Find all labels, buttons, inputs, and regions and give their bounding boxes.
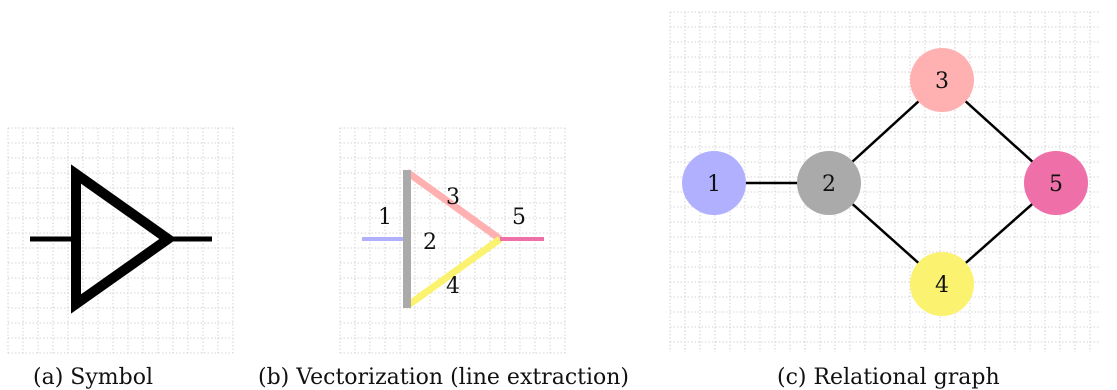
- node-label-3: 3: [935, 69, 949, 94]
- vectorization-caption: (b) Vectorization (line extraction): [258, 365, 629, 390]
- panel-vectorization: 1 2 3 4 5 (b) Vectorization (line extrac…: [258, 127, 629, 390]
- symbol-triangle: [71, 164, 177, 314]
- segment-4: [404, 236, 503, 309]
- panel-symbol: (a) Symbol: [7, 127, 234, 390]
- extracted-lines: [362, 169, 544, 309]
- node-4: 4: [910, 252, 974, 316]
- segment-label-5: 5: [512, 205, 526, 230]
- node-5: 5: [1024, 151, 1088, 215]
- amplifier-symbol: [30, 164, 212, 314]
- panel-graph: 1 2 3 4 5 (c) Relational graph: [669, 11, 1100, 390]
- graph-nodes: 1 2 3 4 5: [682, 48, 1088, 316]
- node-label-5: 5: [1049, 172, 1063, 197]
- graph-caption: (c) Relational graph: [777, 365, 1000, 390]
- node-1: 1: [682, 151, 746, 215]
- node-3: 3: [910, 48, 974, 112]
- segment-label-2: 2: [423, 230, 437, 255]
- symbol-caption: (a) Symbol: [33, 365, 153, 390]
- segment-label-3: 3: [446, 185, 460, 210]
- node-2: 2: [797, 151, 861, 215]
- node-label-2: 2: [822, 172, 836, 197]
- graph-edges: [714, 79, 1057, 285]
- node-label-4: 4: [935, 273, 949, 298]
- graph-grid: [669, 11, 1100, 352]
- segment-label-1: 1: [378, 205, 392, 230]
- segment-3: [404, 169, 503, 242]
- segment-label-4: 4: [446, 274, 460, 299]
- node-label-1: 1: [707, 172, 721, 197]
